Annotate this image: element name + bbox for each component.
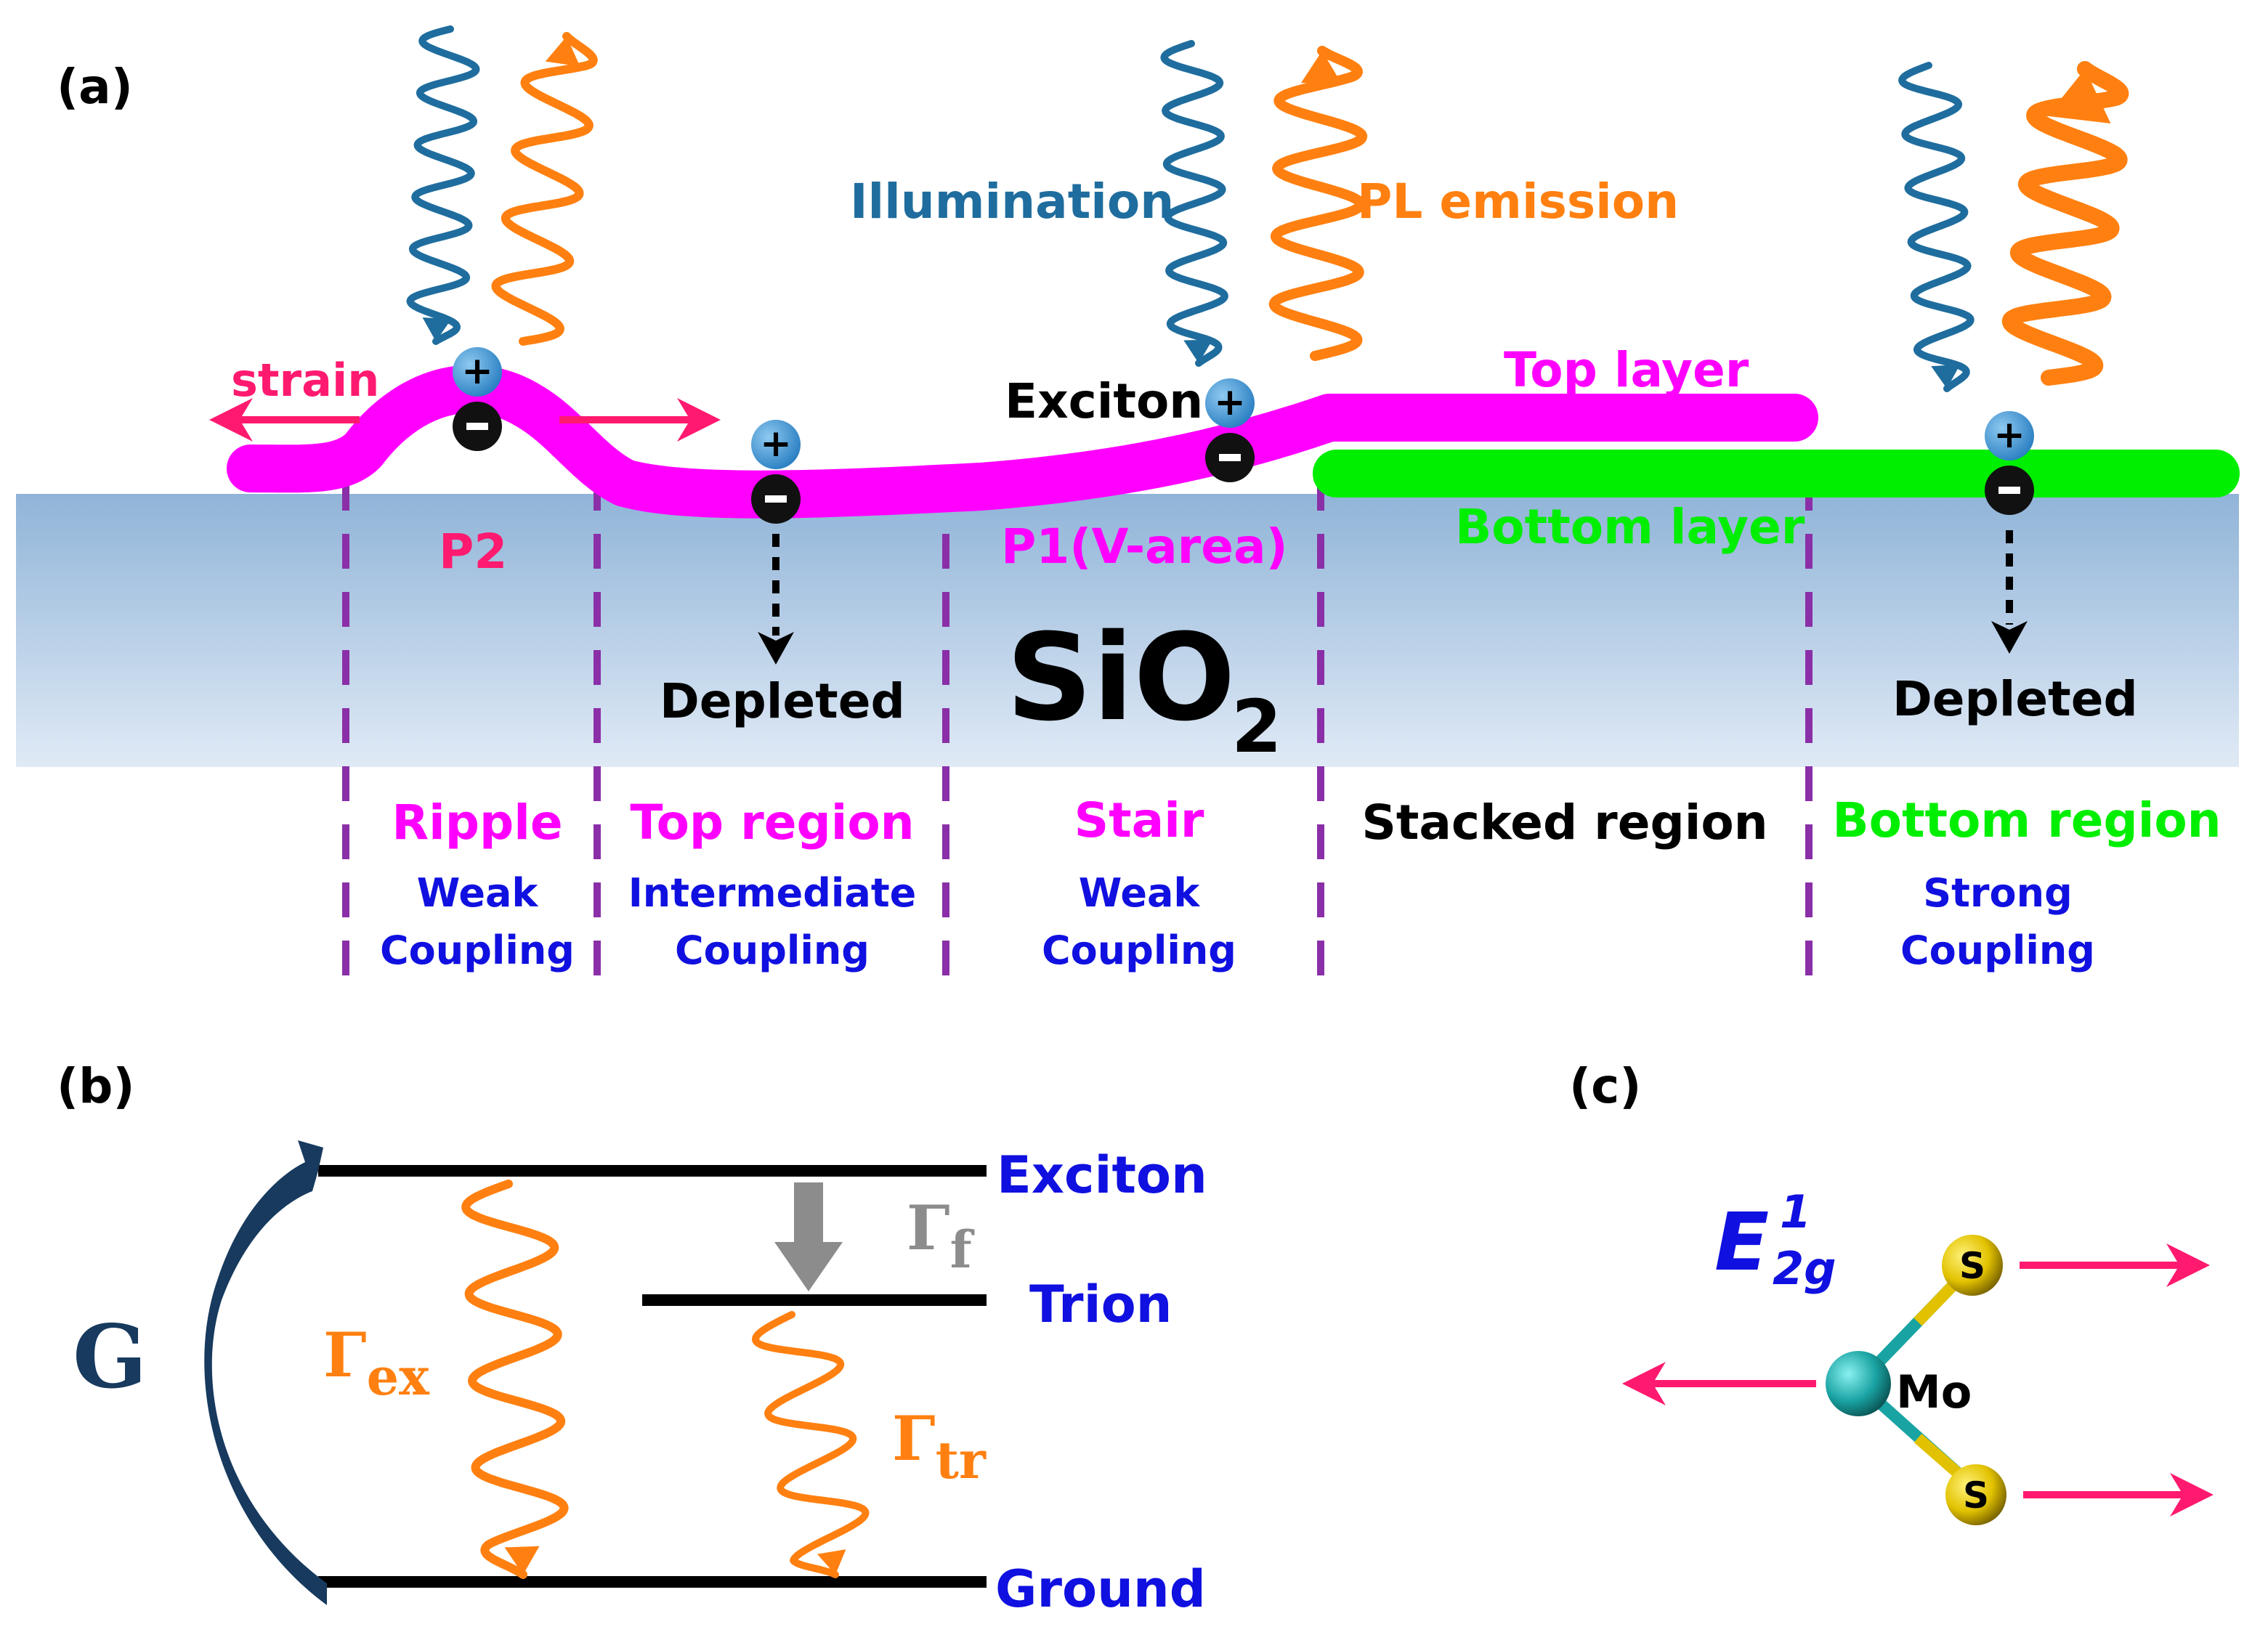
- p2-label: P2: [439, 524, 507, 580]
- raman-mode-label: E: [1714, 1196, 1769, 1288]
- region-name: Stacked region: [1361, 795, 1767, 851]
- sulfur-atom-upper: [1942, 1235, 2003, 1296]
- decay-waves: [461, 1180, 870, 1579]
- sio2-substrate: [16, 494, 2239, 767]
- panel-c: (c) E 1 2g Mo S S: [1569, 1058, 2214, 1525]
- region-coupling: Coupling: [1900, 927, 2095, 973]
- molybdenum-label: Mo: [1896, 1365, 1972, 1418]
- region-coupling: Intermediate: [628, 870, 917, 916]
- panel-a-label: (a): [57, 59, 133, 115]
- gamma-f-label: Γf: [907, 1192, 975, 1280]
- hole-charge: +: [453, 347, 502, 397]
- top-layer-label: Top layer: [1504, 342, 1749, 398]
- illumination-wave: [1160, 40, 1228, 367]
- region-name: Stair: [1074, 792, 1204, 848]
- gamma-tr-wave: [752, 1311, 870, 1578]
- illumination-wave: [1898, 62, 1975, 392]
- gamma-ex-wave: [461, 1180, 569, 1579]
- panel-c-label: (c): [1569, 1058, 1641, 1114]
- exciton-charges: + + + +: [453, 347, 2034, 524]
- gamma-ex-label: Γex: [323, 1319, 430, 1407]
- region-coupling: Strong: [1923, 870, 2073, 916]
- svg-text:+: +: [760, 422, 792, 466]
- illumination-wave: [406, 25, 480, 345]
- panel-b-label: (b): [57, 1058, 135, 1114]
- region-coupling: Coupling: [675, 927, 870, 973]
- svg-text:+: +: [1993, 413, 2025, 457]
- trion-level-label: Trion: [1029, 1275, 1173, 1334]
- light-waves: [406, 25, 2129, 392]
- depletion-arrow-bottom: [1991, 530, 2028, 654]
- ground-level-label: Ground: [995, 1559, 1206, 1619]
- hole-charge: +: [1205, 378, 1255, 428]
- panel-b: (b) Exciton Trion Ground G Γf Γex Γtr: [57, 1058, 1207, 1619]
- electron-charge: [453, 402, 502, 451]
- bottom-layer-label: Bottom layer: [1455, 499, 1805, 555]
- region-coupling: Weak: [1079, 870, 1201, 916]
- pl-emission-wave: [1268, 46, 1368, 361]
- electron-charge: [1985, 466, 2034, 515]
- generation-arrow: [204, 1140, 327, 1605]
- electron-charge: [751, 474, 801, 524]
- sulfur-label-lower: S: [1963, 1474, 1989, 1517]
- gamma-tr-label: Γtr: [892, 1403, 987, 1490]
- p1-label: P1(V-area): [1001, 519, 1288, 575]
- depletion-arrow-top: [758, 534, 794, 665]
- generation-label: G: [73, 1306, 147, 1408]
- raman-mode-subscript: 2g: [1773, 1242, 1836, 1295]
- region-labels: Ripple Weak Coupling Top region Intermed…: [380, 792, 2222, 973]
- sulfur-atom-lower: [1945, 1464, 2006, 1525]
- molybdenum-atom: [1826, 1351, 1891, 1416]
- top-layer: [227, 365, 1818, 519]
- hole-charge: +: [1985, 411, 2034, 460]
- sulfur-label-upper: S: [1959, 1245, 1985, 1287]
- electron-charge: [1205, 433, 1255, 482]
- region-name: Ripple: [392, 795, 562, 851]
- region-coupling: Coupling: [380, 927, 575, 973]
- exciton-label: Exciton: [1005, 373, 1203, 429]
- pl-emission-wave: [491, 32, 598, 346]
- hole-charge: +: [751, 420, 801, 469]
- pl-emission-wave: [2001, 61, 2129, 386]
- depleted-label-top: Depleted: [660, 673, 905, 729]
- svg-text:+: +: [461, 349, 493, 393]
- gamma-f-arrow: [774, 1182, 843, 1291]
- panel-a: (a) SiO 2 Top layer Bottom layer strain …: [16, 25, 2240, 999]
- substrate-label: SiO: [1006, 608, 1236, 747]
- region-name: Bottom region: [1832, 792, 2221, 848]
- region-boundaries: [342, 476, 1813, 999]
- raman-mode-superscript: 1: [1780, 1185, 1811, 1238]
- region-coupling: Coupling: [1042, 927, 1236, 973]
- svg-text:+: +: [1214, 381, 1246, 424]
- region-name: Top region: [630, 795, 914, 851]
- exciton-level-label: Exciton: [997, 1145, 1207, 1205]
- substrate-subscript: 2: [1231, 684, 1282, 769]
- strain-label: strain: [231, 354, 379, 407]
- illumination-label: Illumination: [850, 174, 1174, 230]
- pl-emission-label: PL emission: [1357, 174, 1679, 230]
- depleted-label-bottom: Depleted: [1892, 671, 2138, 727]
- region-coupling: Weak: [417, 870, 539, 916]
